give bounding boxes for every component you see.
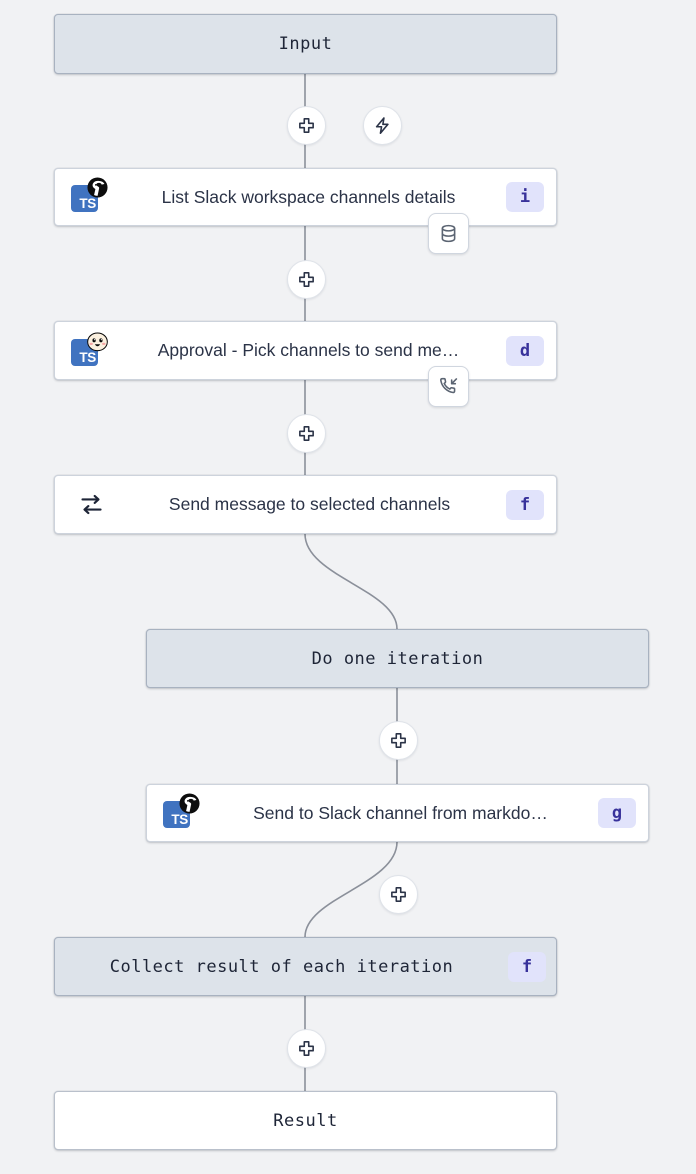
node-collect-result-label: Collect result of each iteration [109, 956, 454, 977]
node-send-to-slack-channel-from-markdown[interactable]: TS Send to Slack channel from markdo… g [146, 784, 649, 842]
zap-icon [375, 117, 389, 134]
insert-step-button-3[interactable] [287, 414, 326, 453]
script-language-icon: TS [67, 175, 111, 219]
plus-icon [299, 1041, 314, 1056]
plus-icon [391, 733, 406, 748]
resource-chip-database[interactable] [428, 213, 469, 254]
insert-trigger-button[interactable] [363, 106, 402, 145]
insert-step-button-1[interactable] [287, 106, 326, 145]
node-input[interactable]: Input [54, 14, 557, 74]
plus-icon [299, 118, 314, 133]
node-collect-result-of-each-iteration[interactable]: Collect result of each iteration f [54, 937, 557, 996]
plus-icon [299, 426, 314, 441]
insert-step-button-6[interactable] [287, 1029, 326, 1068]
insert-step-button-2[interactable] [287, 260, 326, 299]
node-input-label: Input [278, 34, 333, 54]
database-icon [441, 224, 456, 243]
deno-icon [179, 793, 200, 814]
insert-step-button-5[interactable] [379, 875, 418, 914]
incoming-call-icon [440, 377, 458, 394]
step-id-badge: f [508, 951, 546, 982]
script-language-icon: TS [159, 791, 203, 835]
node-label: List Slack workspace channels details [161, 186, 456, 207]
step-id-badge: d [506, 335, 544, 366]
node-send-message-to-selected-channels[interactable]: Send message to selected channels f [54, 475, 557, 534]
node-list-slack-workspace-channels-details[interactable]: TS List Slack workspace channels details… [54, 168, 557, 226]
node-result-label: Result [273, 1110, 338, 1131]
node-label: Send to Slack channel from markdo… [253, 802, 548, 823]
plus-icon [391, 887, 406, 902]
insert-step-button-4[interactable] [379, 721, 418, 760]
loop-icon [69, 491, 113, 518]
deno-icon [87, 177, 108, 198]
node-result[interactable]: Result [54, 1091, 557, 1150]
step-id-badge: f [506, 489, 544, 520]
script-language-icon: TS [67, 329, 111, 373]
edge-c-to-iteration [304, 533, 398, 630]
bun-icon [87, 331, 108, 352]
resource-chip-approval[interactable] [428, 366, 469, 407]
node-label: Send message to selected channels [168, 494, 451, 514]
step-id-badge: g [598, 798, 636, 828]
step-id-badge: i [506, 182, 544, 212]
node-label: Approval - Pick channels to send me… [157, 340, 460, 360]
node-do-one-iteration-label: Do one iteration [311, 648, 484, 669]
node-approval-pick-channels[interactable]: TS Approval - Pick channels to send me… … [54, 321, 557, 380]
node-do-one-iteration[interactable]: Do one iteration [146, 629, 649, 688]
plus-icon [299, 272, 314, 287]
